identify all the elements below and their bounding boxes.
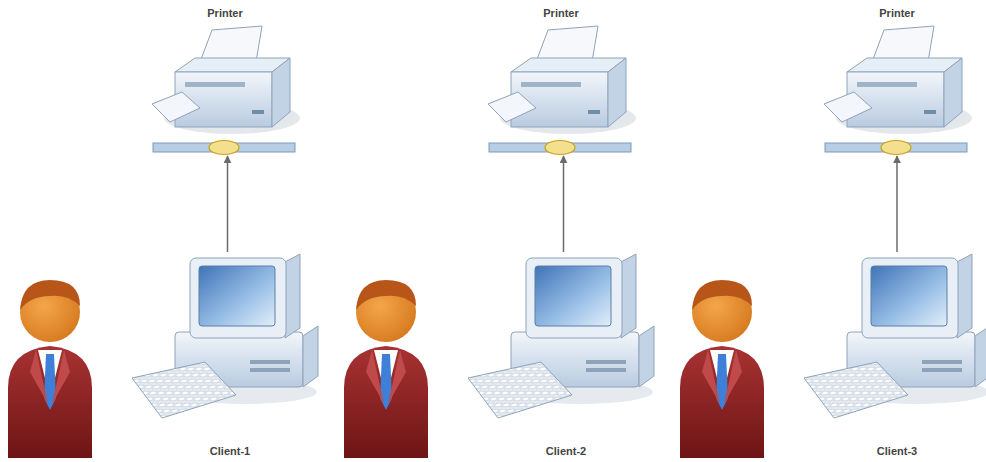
node-label: Printer <box>204 6 245 20</box>
printer-node: Printer <box>486 6 636 156</box>
group-3 <box>680 26 986 458</box>
node-label: Printer <box>876 6 917 20</box>
connector-arrow <box>227 156 229 252</box>
node-label: Client-1 <box>207 444 253 458</box>
node-label: Printer <box>540 6 581 20</box>
node-label: Client-2 <box>543 444 589 458</box>
printer-node: Printer <box>150 6 300 156</box>
node-label: Client-3 <box>874 444 920 458</box>
connector-arrow <box>563 156 565 252</box>
client-node: Client-3 <box>812 252 982 458</box>
client-node: Client-2 <box>476 252 656 458</box>
client-node: Client-1 <box>140 252 320 458</box>
group-2 <box>344 26 654 458</box>
group-1 <box>8 26 318 458</box>
connector-arrow <box>896 156 898 252</box>
printer-node: Printer <box>822 6 972 156</box>
